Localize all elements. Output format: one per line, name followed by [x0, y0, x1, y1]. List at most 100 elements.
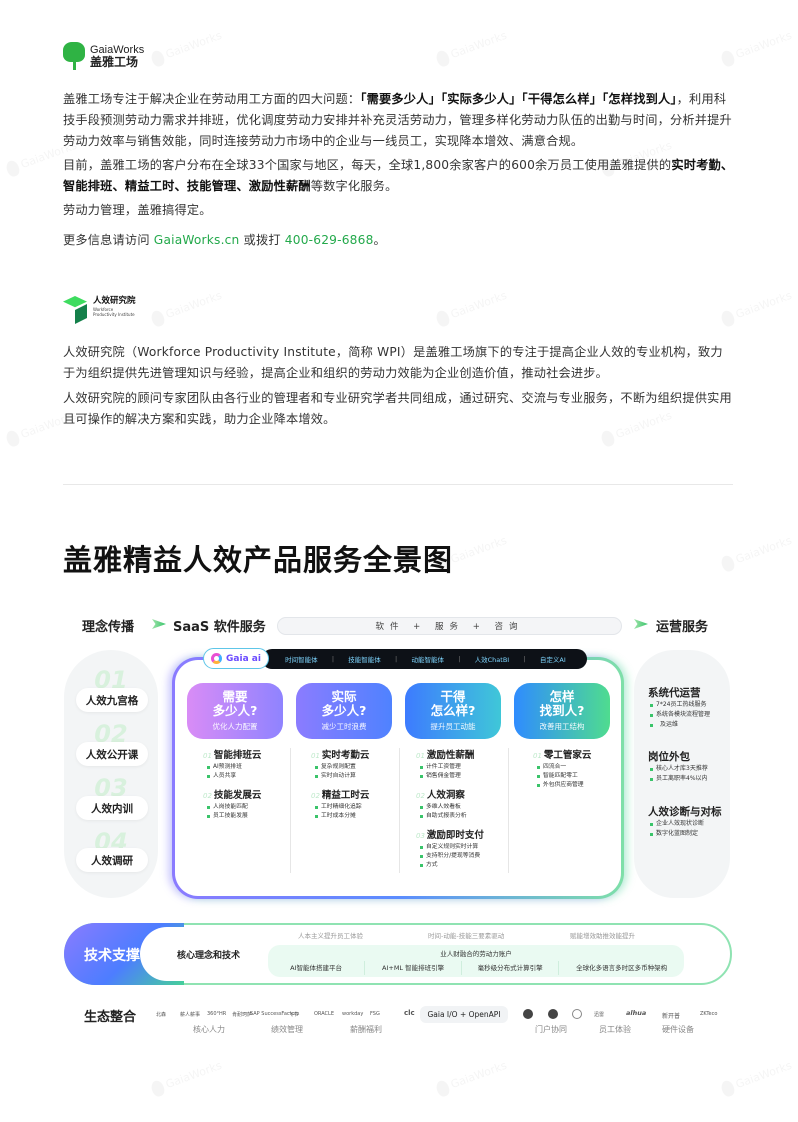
agent-tab[interactable]: 自定义AI — [539, 656, 566, 664]
concept-item[interactable]: 人效九宫格 — [76, 688, 148, 712]
partner-logo: 飞书 — [288, 1012, 299, 1018]
ops-system-operation[interactable]: 系统代运营 7*24员工热线服务 系统各模块流程管理 及运维 — [648, 687, 711, 728]
engine-item: 毫秒级分布式计算引擎 — [462, 961, 560, 975]
wpi-paragraph-1: 人效研究院（Workforce Productivity Institute，简… — [63, 345, 723, 380]
partner-logo: workday — [342, 1011, 364, 1017]
concept-text: 人本主义提升员工体验 — [298, 932, 363, 940]
labor-account: 业人财融合的劳动力账户 — [440, 950, 512, 958]
website-link[interactable]: GaiaWorks.cn — [153, 233, 240, 247]
concept-item[interactable]: 人效调研 — [76, 848, 148, 872]
question-card-find-people: 怎样找到人?改善用工结构 — [514, 683, 610, 739]
ops-diagnosis-benchmark[interactable]: 人效诊断与对标 企业人效现状诊断 数字化蓝图制定 — [648, 806, 722, 837]
watermark: GaiaWorks — [149, 28, 224, 69]
engine-item: AI智能体搭建平台 — [268, 961, 366, 975]
partner-logo: 薪人薪事 — [180, 1012, 201, 1018]
partner-logo: alhua — [626, 1009, 647, 1017]
watermark: GaiaWorks — [434, 28, 509, 69]
concept-item[interactable]: 人效公开课 — [76, 742, 148, 766]
logo-cn: 盖雅工场 — [90, 55, 139, 69]
wpi-logo: 人效研究院 Workforce Productivity Institute — [63, 296, 136, 324]
gaia-ai-chip[interactable]: Gaia ai — [203, 648, 269, 669]
partner-logo: 北森 — [156, 1012, 167, 1018]
intro-paragraph-4: 更多信息请访问 GaiaWorks.cn 或拨打 400-629-6868。 — [63, 233, 386, 247]
category-label: 薪酬福利 — [350, 1025, 382, 1034]
column-divider — [508, 748, 509, 873]
agent-tab[interactable]: 人效ChatBI — [474, 656, 510, 664]
category-label: 员工体验 — [599, 1025, 631, 1034]
header-concept: 理念传播 — [82, 620, 135, 635]
intro-paragraph-2: 目前，盖雅工场的客户分布在全球33个国家与地区，每天，全球1,800余家客户的6… — [63, 158, 734, 193]
watermark: GaiaWorks — [719, 288, 794, 329]
engine-item: AI+ML 智能排班引擎 — [365, 961, 463, 975]
logo-en: GaiaWorks — [90, 44, 145, 56]
partner-logo: ORACLE — [314, 1011, 334, 1017]
tech-support-label: 技术支撑 — [84, 948, 140, 964]
partner-logo: 360°HR — [207, 1011, 227, 1017]
header-ops: 运营服务 — [656, 620, 709, 635]
arrow-icon — [152, 619, 166, 629]
dingtalk-icon — [548, 1009, 558, 1019]
watermark: GaiaWorks — [434, 1058, 509, 1099]
partner-logo: FSG — [370, 1011, 380, 1017]
agent-tab[interactable]: 技能智能体 — [348, 656, 381, 664]
column-divider — [290, 748, 291, 873]
header-saas: SaaS 软件服务 — [173, 620, 266, 635]
wecom-icon — [572, 1009, 582, 1019]
watermark: GaiaWorks — [719, 28, 794, 69]
question-card-performance: 干得怎么样?提升员工动能 — [405, 683, 501, 739]
concept-item[interactable]: 人效内训 — [76, 796, 148, 820]
watermark: GaiaWorks — [434, 288, 509, 329]
question-card-how-many-needed: 需要多少人?优化人力配置 — [187, 683, 283, 739]
ops-position-outsourcing[interactable]: 岗位外包 核心人才库3天推荐 员工离职率4%以内 — [648, 751, 708, 782]
watermark: GaiaWorks — [719, 1058, 794, 1099]
tech-engines: 业人财融合的劳动力账户 AI智能体搭建平台 AI+ML 智能排班引擎 毫秒级分布… — [268, 945, 684, 977]
saas-panel — [172, 657, 624, 899]
intro-paragraph-1: 盖雅工场专注于解决企业在劳动用工方面的四大问题：「需要多少人」「实际多少人」「干… — [63, 92, 732, 148]
gaia-ring-icon — [211, 653, 223, 664]
partner-logo: SAP SuccessFactors — [250, 1011, 300, 1017]
partner-logo: 迅雷 — [594, 1012, 605, 1018]
concept-text: 赋能增效助推效能提升 — [570, 932, 635, 940]
watermark: GaiaWorks — [149, 1058, 224, 1099]
partner-logo: 肯耐珂萨 — [232, 1012, 253, 1018]
engine-item: 全球化多语言多时区多币种架构 — [576, 964, 668, 972]
gaiaworks-logo: GaiaWorks 盖雅工场 — [63, 42, 144, 70]
agent-tab[interactable]: 时间智能体 — [285, 656, 318, 664]
watermark: GaiaWorks — [149, 288, 224, 329]
phone-number[interactable]: 400-629-6868 — [284, 233, 374, 247]
arrow-icon — [634, 619, 648, 629]
cube-icon — [63, 296, 87, 324]
watermark: GaiaWorks — [719, 533, 794, 574]
category-label: 硬件设备 — [662, 1025, 694, 1034]
partner-logo: ZKTeco — [700, 1011, 718, 1017]
question-card-actual-count: 实际多少人?减少工时浪费 — [296, 683, 392, 739]
section-divider — [63, 484, 733, 485]
partner-logo: 新开普 — [662, 1013, 681, 1020]
category-label: 门户协同 — [535, 1025, 567, 1034]
ecosystem-label: 生态整合 — [84, 1010, 137, 1025]
alipay-icon — [523, 1009, 533, 1019]
gaia-io-openapi-chip[interactable]: Gaia I/O + OpenAPI — [420, 1006, 508, 1023]
core-tech-label: 核心理念和技术 — [177, 951, 241, 961]
agent-tab[interactable]: 动能智能体 — [411, 656, 444, 664]
agent-bar: 时间智能体| 技能智能体| 动能智能体| 人效ChatBI| 自定义AI — [262, 649, 587, 669]
concept-column: 01 人效九宫格 02 人效公开课 03 人效内训 04 人效调研 — [64, 650, 158, 898]
concept-text: 时间-动能-技能三要素驱动 — [428, 932, 505, 940]
intro-paragraph-3: 劳动力管理，盖雅搞得定。 — [63, 203, 212, 217]
column-divider — [399, 748, 400, 873]
ops-column — [634, 650, 730, 898]
partner-logo: clc — [404, 1009, 415, 1017]
software-service-consulting-bar: 软件 + 服务 + 咨询 — [277, 617, 622, 635]
tree-icon — [63, 42, 85, 70]
wpi-paragraph-2: 人效研究院的顾问专家团队由各行业的管理者和专业研究学者共同组成，通过研究、交流与… — [63, 391, 732, 426]
category-label: 核心人力 — [193, 1025, 225, 1034]
section-title: 盖雅精益人效产品服务全景图 — [63, 543, 454, 577]
